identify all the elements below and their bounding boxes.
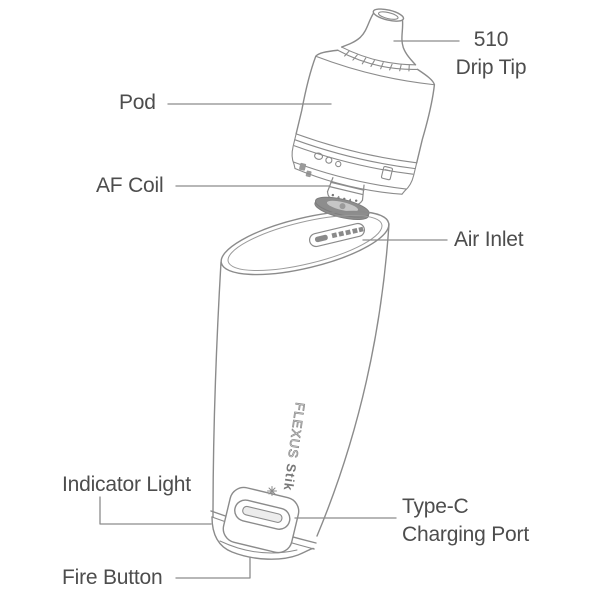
label-indicator-light: Indicator Light (62, 473, 191, 496)
pod-base (291, 133, 418, 195)
coil-base-flange (314, 196, 370, 221)
leader-fire-button (175, 556, 251, 579)
label-pod: Pod (119, 91, 156, 114)
brand-text: FLEXUS Stik (281, 402, 308, 493)
usb-c-port-slot (242, 505, 283, 523)
brand-model: Stik (281, 463, 300, 493)
label-type-c: Type-C Charging Port (402, 493, 529, 549)
tube-rim-inner (227, 214, 383, 272)
leader-indicator-light (99, 496, 212, 525)
indicator-led-mark (267, 486, 277, 496)
label-type-c-line1: Type-C (402, 495, 469, 518)
tube-rim-outer (220, 210, 390, 276)
pod-assembly (291, 8, 436, 221)
leader-lines (99, 40, 460, 579)
usb-port-bump (222, 486, 300, 554)
label-type-c-line2: Charging Port (402, 523, 529, 546)
pod-body (295, 49, 436, 164)
label-drip-tip: 510 Drip Tip (449, 26, 533, 82)
pod-clip-notch (380, 166, 393, 181)
drip-tip-seam (337, 46, 419, 72)
label-drip-tip-line1: 510 (473, 28, 509, 51)
label-drip-tip-line2: Drip Tip (455, 56, 527, 79)
drip-tip (340, 8, 417, 66)
brand-name: FLEXUS (285, 402, 308, 460)
label-fire-button: Fire Button (62, 566, 163, 589)
tube-right-edge (316, 223, 390, 537)
tube-left-edge (212, 261, 222, 518)
air-inlet-slots (308, 222, 366, 248)
label-af-coil: AF Coil (96, 174, 164, 197)
label-air-inlet: Air Inlet (454, 228, 524, 251)
battery-tube: FLEXUS Stik (210, 210, 390, 560)
